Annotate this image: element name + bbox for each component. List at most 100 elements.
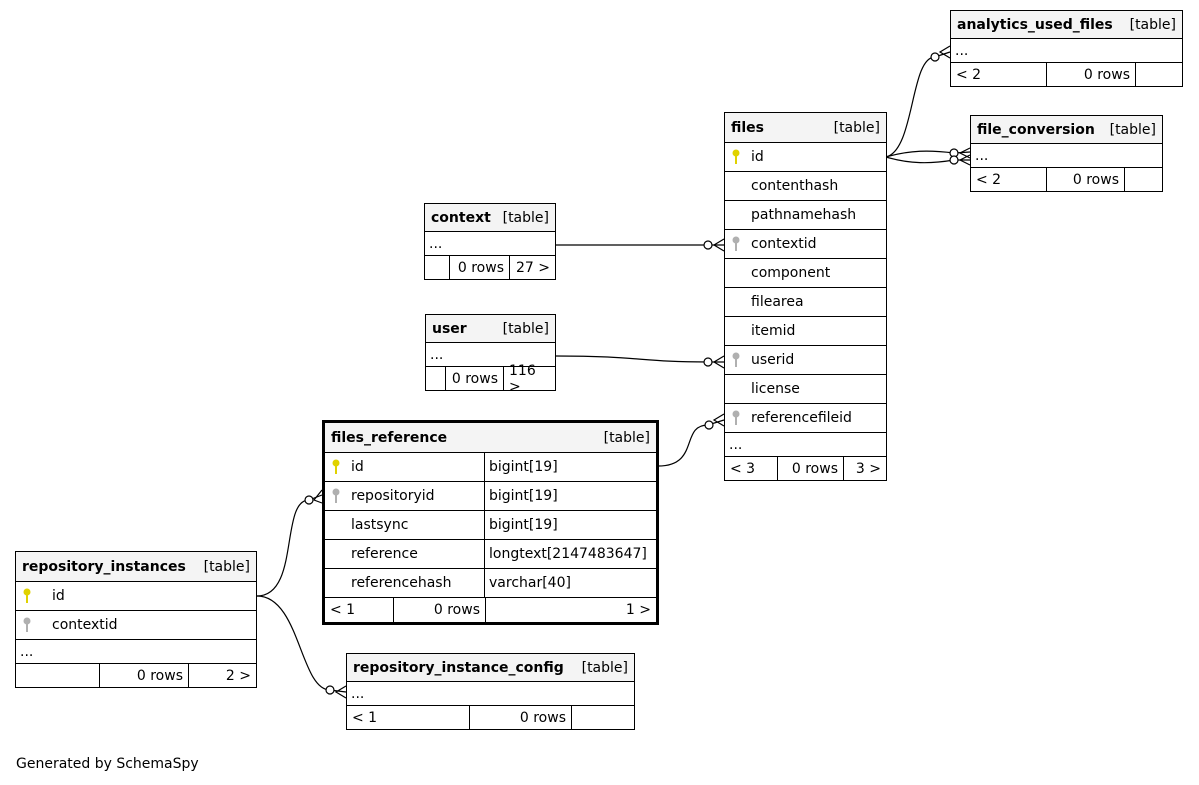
foreign-key-icon (325, 488, 347, 504)
column-row[interactable]: lastsync bigint[19] (325, 511, 656, 540)
parents-count[interactable]: < 1 (352, 709, 378, 726)
column-name: itemid (751, 323, 796, 339)
table-kind: [table] (203, 558, 250, 575)
table-repository-instance-config[interactable]: repository_instance_config [table] ... <… (346, 653, 635, 730)
column-row[interactable]: license (725, 375, 886, 404)
row-count: 0 rows (777, 457, 843, 480)
column-row[interactable]: contextid (725, 230, 886, 259)
table-files[interactable]: files [table] id contenthash pathnamehas… (724, 112, 887, 481)
table-name: file_conversion (977, 121, 1095, 138)
column-row[interactable]: repositoryid bigint[19] (325, 482, 656, 511)
column-name: lastsync (347, 511, 485, 539)
foreign-key-icon (725, 410, 747, 426)
column-name: id (347, 453, 485, 481)
table-user[interactable]: user [table] ... 0 rows 116 > (425, 314, 556, 395)
column-type: longtext[2147483647] (489, 546, 647, 562)
children-count[interactable]: 116 > (503, 363, 555, 395)
column-row[interactable]: reference longtext[2147483647] (325, 540, 656, 569)
primary-key-icon (325, 459, 347, 475)
row-count: 0 rows (445, 367, 503, 390)
column-name: id (52, 588, 65, 604)
column-row[interactable]: component (725, 259, 886, 288)
parents-count[interactable]: < 3 (730, 460, 756, 477)
column-name: userid (751, 352, 795, 368)
table-kind: [table] (502, 209, 549, 226)
row-count: 0 rows (1046, 168, 1124, 191)
table-name: files_reference (331, 429, 448, 446)
table-name: repository_instance_config (353, 659, 564, 676)
column-type: bigint[19] (489, 517, 558, 533)
column-row[interactable]: contextid (16, 611, 256, 640)
ellipsis-row: ... (951, 39, 1182, 63)
ellipsis-row: ... (425, 232, 555, 256)
column-row[interactable]: id (16, 582, 256, 611)
column-name: contextid (751, 236, 817, 252)
column-row[interactable]: referencefileid (725, 404, 886, 433)
ellipsis-row: ... (971, 144, 1162, 168)
table-header: analytics_used_files [table] (951, 11, 1182, 39)
table-footer: < 1 0 rows 1 > (325, 598, 656, 622)
table-analytics-used-files[interactable]: analytics_used_files [table] ... < 2 0 r… (950, 10, 1183, 87)
ellipsis-row: ... (347, 682, 634, 706)
column-name: referencefileid (751, 410, 852, 426)
table-footer: < 2 0 rows (971, 168, 1162, 191)
table-kind: [table] (833, 119, 880, 136)
column-name: contenthash (751, 178, 839, 194)
table-footer: < 2 0 rows (951, 63, 1182, 86)
generated-by-label: Generated by SchemaSpy (16, 756, 199, 772)
column-name: referencehash (347, 569, 485, 597)
column-type: bigint[19] (489, 488, 558, 504)
parents-count[interactable] (16, 664, 99, 687)
edge-user-files (555, 355, 724, 363)
primary-key-icon (725, 149, 747, 165)
column-row[interactable]: userid (725, 346, 886, 375)
table-files-reference[interactable]: files_reference [table] id bigint[19] re… (322, 420, 659, 625)
table-header: repository_instances [table] (16, 552, 256, 582)
table-name: files (731, 119, 765, 136)
children-count[interactable] (1124, 168, 1162, 191)
column-row[interactable]: pathnamehash (725, 201, 886, 230)
parents-count[interactable]: < 2 (976, 171, 1002, 188)
children-count[interactable]: 3 > (843, 457, 886, 480)
column-name: id (751, 149, 764, 165)
column-row[interactable]: referencehash varchar[40] (325, 569, 656, 598)
column-row[interactable]: contenthash (725, 172, 886, 201)
row-count: 0 rows (99, 664, 188, 687)
parents-count[interactable]: < 2 (956, 66, 982, 83)
column-row[interactable]: filearea (725, 288, 886, 317)
table-context[interactable]: context [table] ... 0 rows 27 > (424, 203, 556, 280)
children-count[interactable]: 1 > (485, 598, 656, 622)
parents-count[interactable] (426, 367, 445, 390)
column-name: reference (347, 540, 485, 568)
table-kind: [table] (1109, 121, 1156, 138)
table-kind: [table] (581, 659, 628, 676)
children-count[interactable]: 27 > (509, 256, 555, 279)
table-repository-instances[interactable]: repository_instances [table] id contexti… (15, 551, 257, 688)
column-row[interactable]: id (725, 143, 886, 172)
table-header: files_reference [table] (325, 423, 656, 453)
table-kind: [table] (502, 320, 549, 337)
row-count: 0 rows (469, 706, 571, 729)
column-row[interactable]: itemid (725, 317, 886, 346)
parents-count[interactable]: < 1 (330, 602, 356, 618)
table-header: context [table] (425, 204, 555, 232)
table-footer: < 3 0 rows 3 > (725, 457, 886, 480)
row-count: 0 rows (393, 598, 485, 622)
column-row[interactable]: id bigint[19] (325, 453, 656, 482)
ellipsis-row: ... (16, 640, 256, 664)
column-name: pathnamehash (751, 207, 857, 223)
children-count[interactable] (571, 706, 634, 729)
table-name: user (432, 320, 467, 337)
table-footer: < 1 0 rows (347, 706, 634, 729)
column-name: license (751, 381, 800, 397)
foreign-key-icon (725, 236, 747, 252)
table-file-conversion[interactable]: file_conversion [table] ... < 2 0 rows (970, 115, 1163, 192)
edge-files-analytics (885, 51, 951, 158)
edge-repo-filesref (256, 494, 323, 597)
table-kind: [table] (1129, 16, 1176, 33)
children-count[interactable] (1135, 63, 1182, 86)
parents-count[interactable] (425, 256, 449, 279)
column-type: varchar[40] (489, 575, 571, 591)
table-name: repository_instances (22, 558, 186, 575)
children-count[interactable]: 2 > (188, 664, 256, 687)
